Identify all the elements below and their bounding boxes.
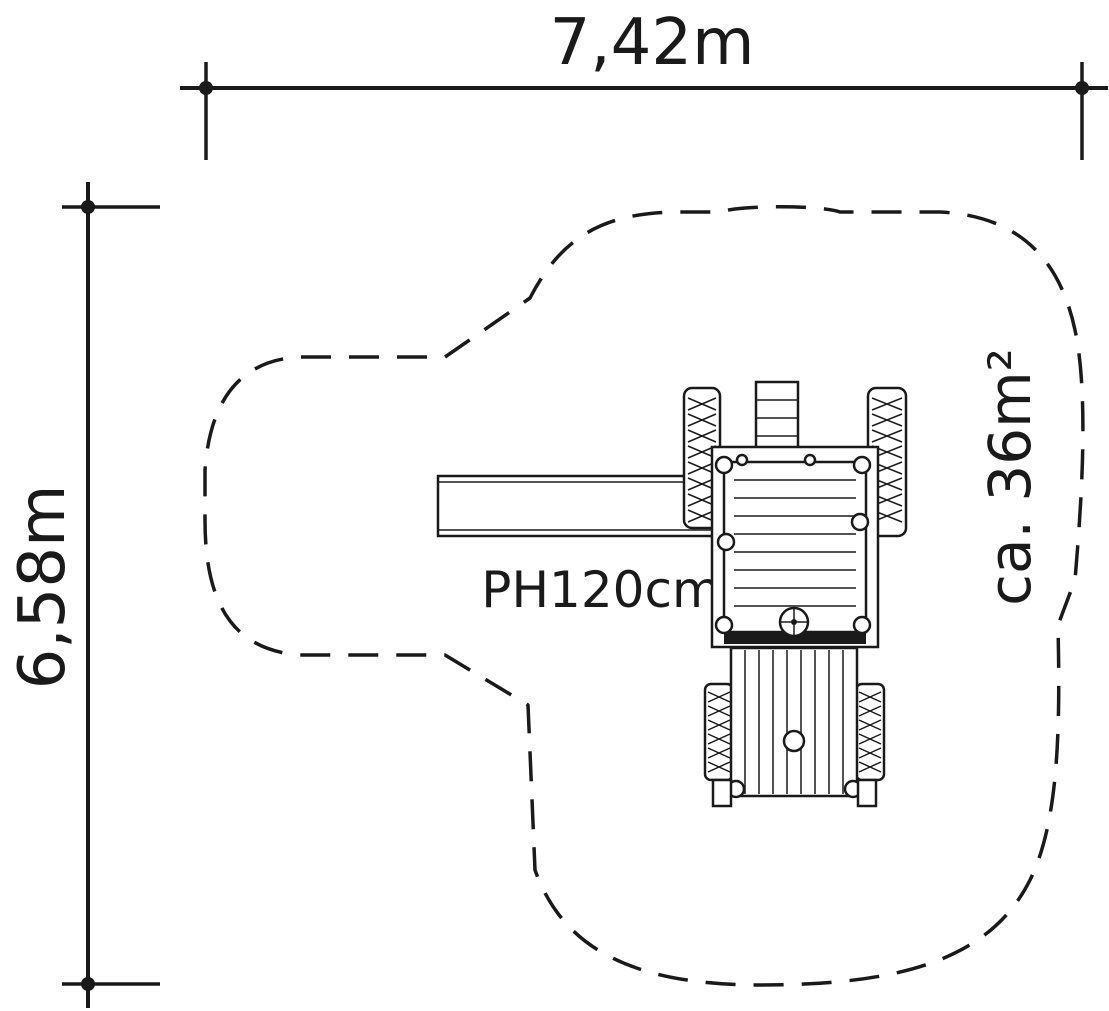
platform bbox=[710, 445, 880, 649]
ladder bbox=[754, 380, 800, 452]
height-dimension: 6,58m bbox=[6, 182, 160, 1008]
slide bbox=[436, 474, 722, 538]
hood bbox=[711, 646, 878, 808]
width-dimension: 7,42m bbox=[180, 6, 1108, 160]
area-label: ca. 36m² bbox=[976, 348, 1044, 606]
platform-height-label: PH120cm bbox=[481, 561, 720, 619]
front-wheel-right bbox=[854, 682, 886, 782]
play-structure bbox=[436, 380, 908, 808]
width-label: 7,42m bbox=[550, 6, 755, 80]
safety-zone-outline bbox=[203, 205, 1085, 987]
front-wheel-left bbox=[703, 682, 735, 782]
height-label: 6,58m bbox=[6, 485, 80, 690]
